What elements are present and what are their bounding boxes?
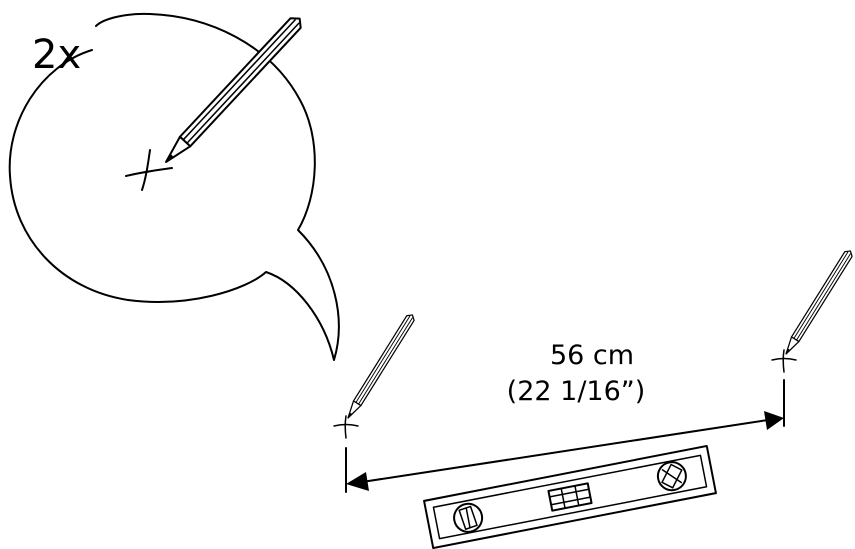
cross-mark-icon [771, 349, 797, 373]
level-vial-center [547, 482, 593, 512]
magnification-label: 2x [32, 32, 81, 78]
measurement-metric: 56 cm [550, 340, 634, 371]
pencil-icon [343, 312, 417, 421]
dimension-arrow [345, 379, 785, 493]
level-vial-right [656, 461, 687, 492]
cross-mark-icon [125, 149, 173, 191]
pencil-icon [781, 248, 855, 357]
level-vial-left [453, 502, 484, 533]
magnified-callout: 2x [8, 12, 340, 361]
measurement-imperial: (22 1/16”) [507, 376, 646, 407]
cross-mark-icon [333, 415, 359, 439]
pencil-icon [159, 12, 306, 168]
spirit-level-icon [423, 444, 717, 549]
